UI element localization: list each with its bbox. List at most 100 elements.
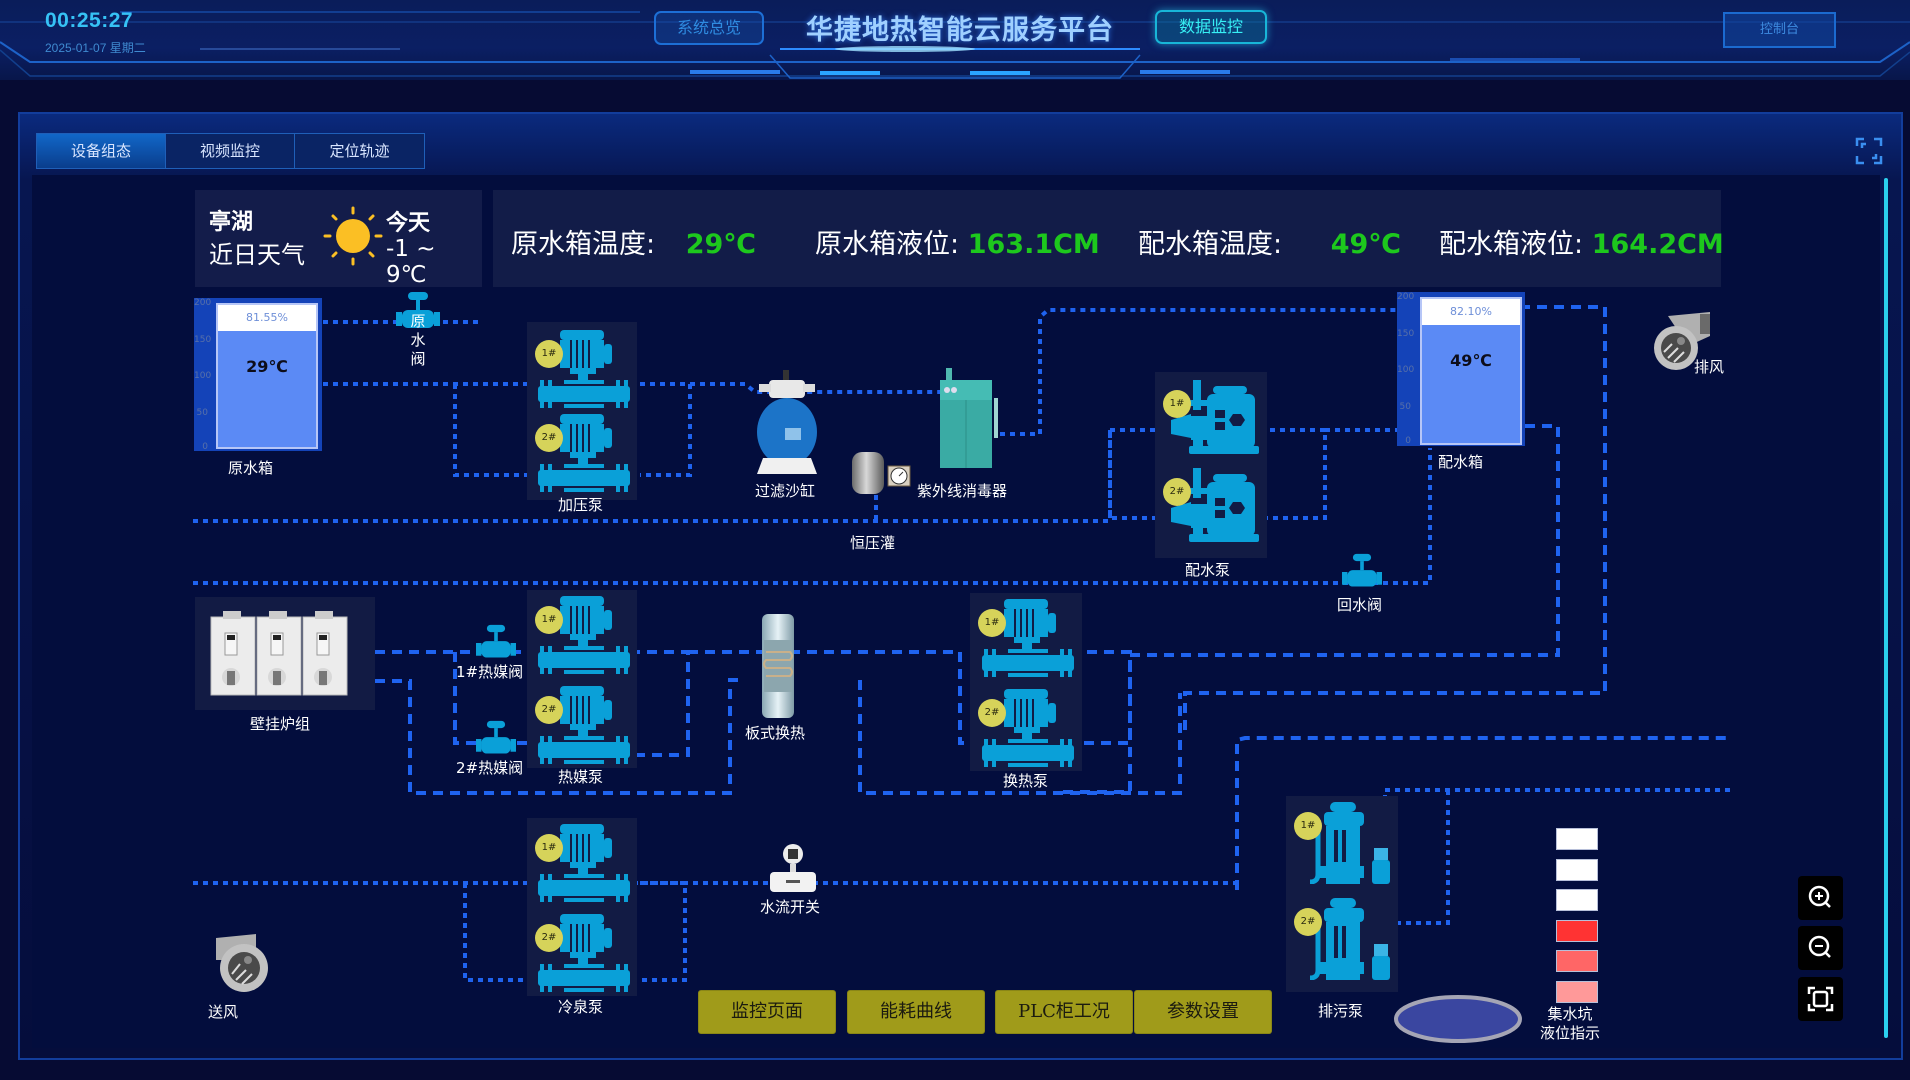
- energy-curve-button[interactable]: 能耗曲线: [847, 990, 985, 1034]
- stat-raw-level: 原水箱液位: 163.1CM: [815, 222, 1100, 261]
- raw-valve-char: 原: [410, 312, 426, 330]
- stat-label: 配水箱温度:: [1138, 229, 1283, 260]
- cold-pump-label: 冷泉泵: [558, 998, 604, 1016]
- tab-bar: 设备组态 视频监控 定位轨迹: [36, 133, 425, 169]
- axis-tick: 0: [202, 442, 208, 452]
- pump-icon: [1309, 802, 1390, 888]
- pump-number-badge: 2#: [1163, 478, 1191, 506]
- stat-label: 配水箱液位:: [1439, 229, 1584, 260]
- hot-valve-1-label: 1#热媒阀: [456, 663, 524, 681]
- exhaust-fan-icon[interactable]: [1648, 306, 1714, 372]
- pipe-return: [193, 448, 1432, 585]
- stats-bar: 原水箱温度: 29℃ 原水箱液位: 163.1CM 配水箱温度: 49℃ 配水箱…: [493, 190, 1724, 287]
- plc-status-button[interactable]: PLC柜工况: [995, 990, 1133, 1034]
- zoom-out-icon: [1808, 935, 1831, 958]
- supply-fan-icon[interactable]: [208, 930, 274, 996]
- pump-number-badge: 1#: [535, 834, 563, 862]
- pump-number-badge: 1#: [1163, 390, 1191, 418]
- nav-system-overview[interactable]: 系统总览: [654, 11, 764, 45]
- tank-percent: 82.10%: [1422, 299, 1520, 325]
- exchange-pump-unit-1[interactable]: 1#: [974, 599, 1078, 681]
- pipe-sewage: [1383, 788, 1730, 950]
- sump-level-block: [1556, 950, 1598, 972]
- sand-filter-label: 过滤沙缸: [755, 482, 816, 500]
- return-valve-label: 回水阀: [1337, 596, 1383, 614]
- pump-icon: [1171, 468, 1259, 542]
- vertical-scrollbar[interactable]: [1884, 178, 1888, 1038]
- booster-pump-label: 加压泵: [558, 496, 604, 514]
- raw-tank-label: 原水箱: [228, 459, 274, 477]
- raw-valve-char: 阀: [410, 350, 426, 368]
- axis-tick: 150: [1397, 329, 1415, 339]
- sump-level-block: [1556, 980, 1598, 1003]
- sump-level-block: [1556, 828, 1598, 850]
- zoom-in-button[interactable]: [1798, 876, 1843, 920]
- nav-data-monitor[interactable]: 数据监控: [1155, 10, 1267, 44]
- tab-device-config[interactable]: 设备组态: [37, 134, 166, 168]
- parameter-settings-button[interactable]: 参数设置: [1134, 990, 1272, 1034]
- pump-number-badge: 1#: [1294, 812, 1322, 840]
- weather-subtitle: 近日天气: [209, 241, 305, 269]
- axis-tick: 100: [1397, 365, 1415, 375]
- sewage-pump-unit-2[interactable]: 2#: [1290, 898, 1394, 984]
- sand-filter-icon[interactable]: [755, 370, 819, 478]
- pipe-dist-right: [1183, 305, 1607, 735]
- sump-level-label-line: 液位指示: [1540, 1024, 1601, 1042]
- raw-tank-level: 81.55% 29℃: [216, 303, 318, 449]
- zoom-out-button[interactable]: [1798, 926, 1843, 970]
- pressure-tank-icon[interactable]: [850, 450, 912, 498]
- tank-temp: 29℃: [246, 357, 288, 376]
- axis-tick: 0: [1405, 436, 1411, 446]
- monitor-page-button[interactable]: 监控页面: [698, 990, 836, 1034]
- boiler-icon: [210, 610, 348, 696]
- tank-percent: 81.55%: [218, 305, 316, 331]
- dist-tank-label: 配水箱: [1438, 453, 1484, 471]
- raw-valve-icon[interactable]: [396, 292, 440, 332]
- stat-value: 49℃: [1330, 229, 1401, 260]
- pump-icon: [1171, 380, 1259, 454]
- uv-sterilizer-icon[interactable]: [938, 368, 1002, 470]
- pipe-to-filter: [640, 382, 940, 394]
- clock-date: 2025-01-07 星期二: [45, 41, 146, 55]
- axis-tick: 200: [194, 298, 212, 308]
- return-valve-icon[interactable]: [1342, 553, 1382, 591]
- cold-pump-unit-2[interactable]: 2#: [531, 914, 633, 996]
- dist-pump-unit-2[interactable]: 2#: [1159, 468, 1263, 550]
- raw-tank[interactable]: 200 150 100 50 0 81.55% 29℃: [194, 298, 322, 452]
- weather-card: 亭湖 近日天气 今天 -1 ~ 9℃: [195, 190, 482, 288]
- sump-level-block: [1556, 858, 1598, 881]
- hot-valve-1-icon[interactable]: [476, 624, 516, 662]
- stat-dist-level: 配水箱液位: 164.2CM: [1439, 222, 1724, 261]
- hot-pump-unit-2[interactable]: 2#: [531, 686, 633, 768]
- pump-icon: [982, 599, 1074, 677]
- sump-level-label-line: 集水坑: [1547, 1005, 1593, 1023]
- tab-video-monitor[interactable]: 视频监控: [166, 134, 295, 168]
- stat-dist-temp: 配水箱温度: 49℃: [1138, 222, 1401, 261]
- fullscreen-icon[interactable]: [1855, 137, 1883, 165]
- fit-view-button[interactable]: [1798, 977, 1843, 1021]
- hot-pump-label: 热媒泵: [558, 768, 604, 786]
- stat-value: 164.2CM: [1591, 229, 1724, 260]
- hot-pump-unit-1[interactable]: 1#: [531, 596, 633, 678]
- sewage-pump-unit-1[interactable]: 1#: [1290, 802, 1394, 888]
- pump-icon: [538, 414, 630, 492]
- dist-pump-unit-1[interactable]: 1#: [1159, 380, 1263, 462]
- pipe-cold-loop: [463, 881, 687, 982]
- cold-pump-unit-1[interactable]: 1#: [531, 824, 633, 906]
- dist-tank[interactable]: 200 150 100 50 0 82.10% 49℃: [1397, 292, 1525, 446]
- pump-number-badge: 2#: [978, 699, 1006, 727]
- boiler-group[interactable]: [195, 597, 375, 710]
- plate-exchanger-icon[interactable]: [756, 612, 800, 720]
- flow-switch-icon[interactable]: [766, 842, 820, 898]
- hot-valve-2-icon[interactable]: [476, 720, 516, 758]
- console-button[interactable]: 控制台: [1723, 12, 1836, 48]
- pump-number-badge: 2#: [535, 696, 563, 724]
- sump-level-block: [1556, 919, 1598, 942]
- booster-pump-unit-2[interactable]: 2#: [531, 414, 633, 496]
- exchange-pump-unit-2[interactable]: 2#: [974, 689, 1078, 771]
- clock-time: 00:25:27: [45, 9, 134, 32]
- tab-location-track[interactable]: 定位轨迹: [295, 134, 424, 168]
- pump-icon: [538, 824, 630, 902]
- booster-pump-unit-1[interactable]: 1#: [531, 330, 633, 412]
